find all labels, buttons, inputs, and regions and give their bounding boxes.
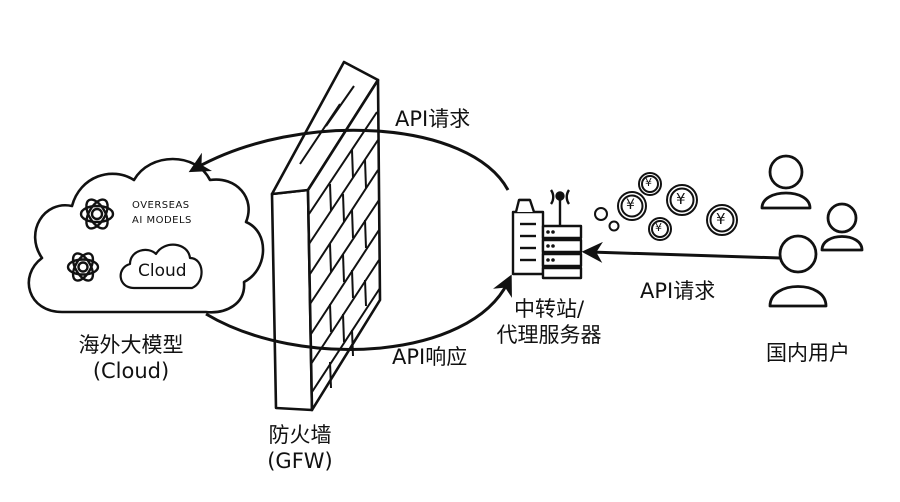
coin-yen-4: ¥	[655, 221, 662, 234]
bottom-response-label: API响应	[392, 345, 468, 369]
firewall-wall	[270, 60, 382, 412]
ai-model-logo-icon	[66, 252, 100, 282]
firewall-label-line2: (GFW)	[267, 449, 333, 473]
firewall-label-line1: 防火墙	[268, 423, 332, 447]
user-request-label: API请求	[640, 279, 716, 303]
firewall-label: 防火墙 (GFW)	[240, 422, 360, 474]
cloud-tag-shape	[119, 243, 203, 290]
top-request-label: API请求	[395, 107, 471, 131]
cloud-label-line2: (Cloud)	[92, 359, 170, 383]
firewall-bricks	[299, 85, 381, 393]
user-request-arrow	[581, 241, 781, 263]
proxy-label: 中转站/ 代理服务器	[486, 296, 612, 348]
coin-yen-2: ¥	[626, 197, 635, 213]
user-icons	[760, 154, 864, 308]
coin-icons	[594, 172, 738, 241]
cloud-shape	[27, 157, 265, 314]
cloud-badge-line1: OVERSEAS	[132, 200, 190, 211]
server-led-dots	[546, 230, 555, 262]
cloud-label-line1: 海外大模型	[78, 333, 184, 357]
cloud-tag-text: Cloud	[138, 261, 187, 281]
proxy-label-line1: 中转站/	[513, 297, 585, 321]
proxy-server-icon	[511, 189, 583, 280]
coin-yen-5: ¥	[716, 210, 726, 228]
coin-yen-1: ¥	[645, 176, 652, 189]
cloud-label: 海外大模型 (Cloud)	[50, 332, 212, 384]
users-label: 国内用户	[766, 341, 850, 365]
proxy-label-line2: 代理服务器	[496, 323, 602, 347]
request-arrow-top	[188, 128, 510, 191]
cloud-badge-line2: AI MODELS	[132, 215, 192, 226]
ai-model-logo-icon	[79, 198, 115, 230]
coin-yen-3: ¥	[676, 190, 686, 208]
response-arrow-bottom	[205, 274, 512, 351]
